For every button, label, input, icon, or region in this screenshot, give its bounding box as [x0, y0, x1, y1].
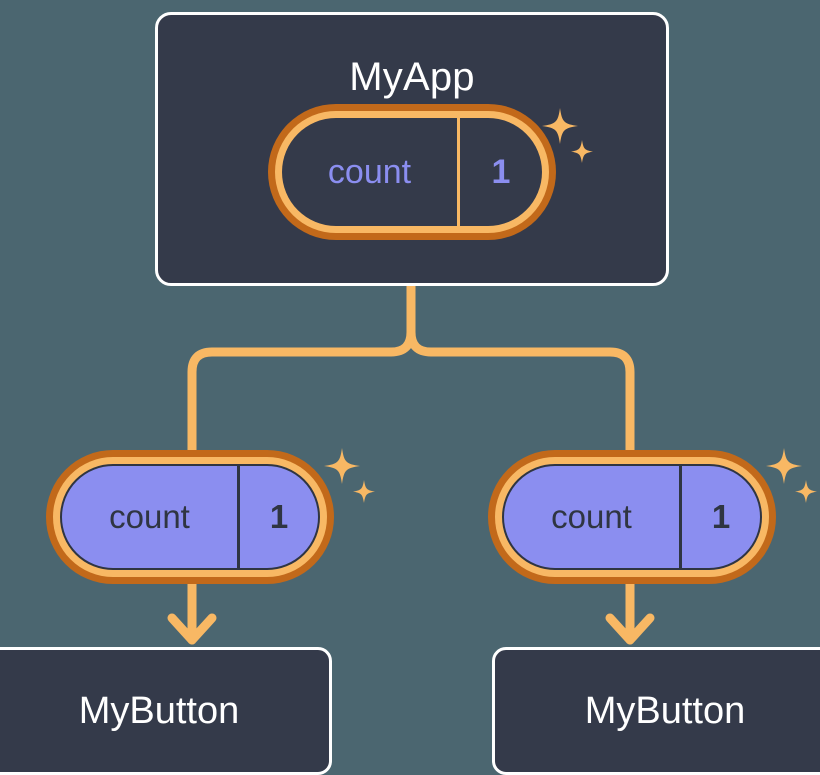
state-pill-body: count 1	[282, 118, 542, 226]
state-pill-inner-ring: count 1	[53, 457, 327, 577]
component-box-mybutton-right[interactable]: MyButton	[492, 647, 820, 775]
state-pill-value: 1	[269, 498, 289, 535]
state-pill-divider	[237, 466, 240, 568]
state-pill-key: count	[327, 152, 412, 191]
state-pill-body: count 1	[502, 464, 762, 570]
arrow-down-icon-right	[605, 613, 655, 645]
state-pill-branch-left[interactable]: count 1	[46, 450, 334, 584]
component-box-mybutton-left[interactable]: MyButton	[0, 647, 332, 775]
state-pill-key: count	[109, 498, 190, 535]
state-pill-inner-ring: count 1	[495, 457, 769, 577]
sparkle-four-point-small-icon	[795, 480, 817, 503]
state-pill-myapp[interactable]: count 1	[268, 104, 556, 240]
state-pill-divider	[457, 118, 460, 226]
state-pill-value: 1	[491, 152, 511, 191]
arrow-down-icon-left	[167, 613, 217, 645]
connector-branch-right	[406, 327, 635, 457]
sparkle-four-point-large-icon	[324, 448, 360, 484]
sparkle-four-point-small-icon	[353, 480, 375, 503]
state-pill-divider	[679, 466, 682, 568]
state-pill-body: count 1	[60, 464, 320, 570]
state-pill-branch-right[interactable]: count 1	[488, 450, 776, 584]
state-pill-inner-ring: count 1	[275, 111, 549, 233]
state-pill-key: count	[551, 498, 632, 535]
component-title-mybutton-left: MyButton	[78, 689, 240, 732]
state-pill-value: 1	[711, 498, 731, 535]
sparkle-four-point-large-icon	[766, 448, 802, 484]
component-title-mybutton-right: MyButton	[584, 689, 746, 732]
connector-branch-left	[187, 327, 416, 457]
component-title-myapp: MyApp	[349, 55, 475, 99]
